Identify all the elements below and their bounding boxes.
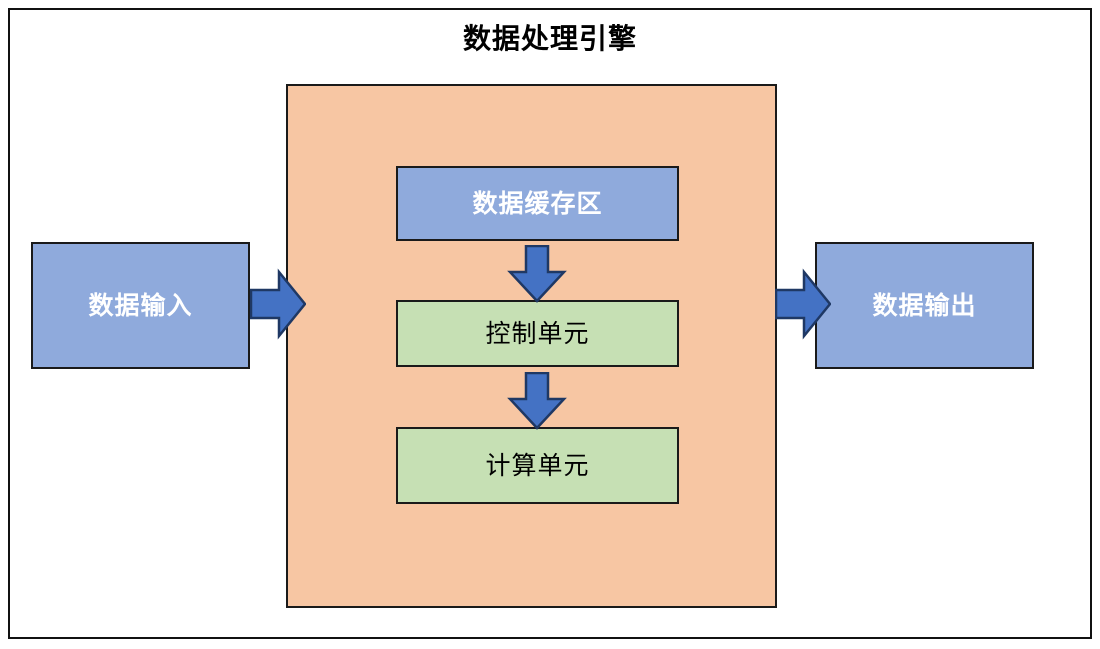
arrow-down-icon-cache-to-control [505,245,569,303]
node-compute-unit-label: 计算单元 [485,451,590,480]
node-compute-unit[interactable]: 计算单元 [396,427,679,504]
node-data-output[interactable]: 数据输出 [815,242,1034,369]
node-control-unit-label: 控制单元 [485,319,590,348]
node-control-unit[interactable]: 控制单元 [396,300,679,367]
diagram-title: 数据处理引擎 [462,23,637,54]
arrow-right-icon-engine-to-output [775,268,831,340]
arrow-down-icon-control-to-compute [505,372,569,430]
node-data-input-label: 数据输入 [88,291,193,320]
node-data-input[interactable]: 数据输入 [31,242,250,369]
arrow-right-icon-input-to-engine [250,268,306,340]
node-data-cache[interactable]: 数据缓存区 [396,166,679,241]
node-data-cache-label: 数据缓存区 [472,189,603,218]
node-data-output-label: 数据输出 [872,291,977,320]
